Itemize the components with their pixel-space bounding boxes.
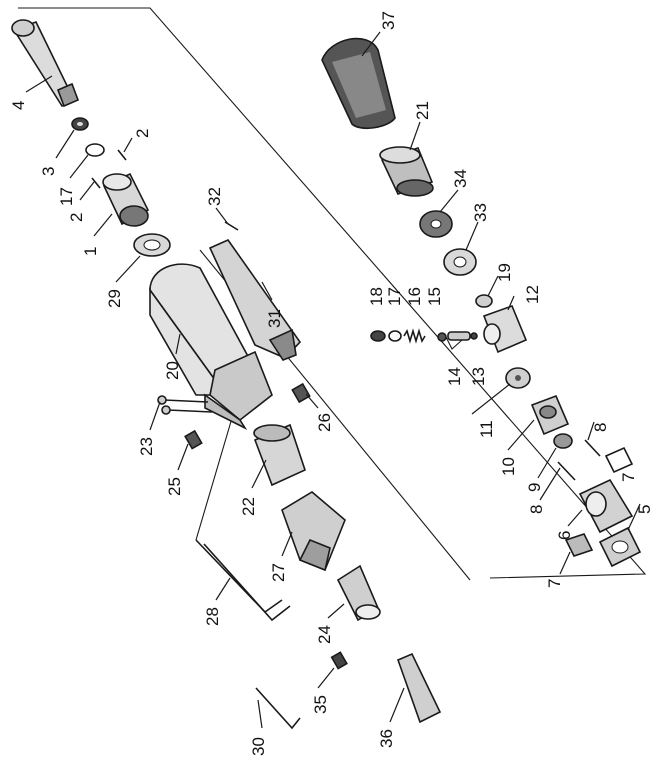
callout-31: 31 xyxy=(265,309,284,328)
part-26-setscrew xyxy=(291,382,311,404)
callout-11: 11 xyxy=(477,420,496,438)
part-11-gasket xyxy=(505,367,531,389)
part-34-filter xyxy=(419,210,453,238)
part-2-pin-upper xyxy=(117,149,127,161)
callout-24: 24 xyxy=(315,625,334,644)
callout-13: 13 xyxy=(469,367,488,386)
part-18-valve-cap xyxy=(370,330,386,342)
part-35-setscrew xyxy=(330,651,348,670)
callout-33: 33 xyxy=(471,203,490,222)
part-3-nut xyxy=(71,117,89,131)
callout-2-lower: 2 xyxy=(67,213,86,222)
callout-20: 20 xyxy=(163,361,182,380)
callout-28: 28 xyxy=(203,607,222,626)
callout-2-upper: 2 xyxy=(133,129,152,138)
callout-35: 35 xyxy=(311,695,330,714)
callout-8-lower: 8 xyxy=(527,505,546,514)
part-17-oring-lower xyxy=(388,330,402,342)
part-15-oring xyxy=(437,332,447,342)
callout-14: 14 xyxy=(445,367,464,386)
part-25-setscrew xyxy=(184,429,203,450)
part-27-guard xyxy=(281,491,346,572)
part-37-grip xyxy=(321,37,396,130)
part-30-hex-key xyxy=(255,687,301,730)
callout-19: 19 xyxy=(495,263,514,282)
part-7-sheet-upper xyxy=(604,446,634,474)
callout-9: 9 xyxy=(525,483,544,492)
callout-27: 27 xyxy=(269,563,288,582)
part-28-hex-keys xyxy=(195,539,291,622)
part-14-valve-stem xyxy=(447,331,471,341)
part-10-cylinder-plate xyxy=(530,394,570,436)
part-29-washer xyxy=(133,233,171,257)
part-36-blade xyxy=(396,652,442,724)
callout-37: 37 xyxy=(379,11,398,30)
part-22-sleeve xyxy=(253,423,306,487)
part-23-screws xyxy=(157,395,213,415)
callout-4: 4 xyxy=(9,101,28,110)
part-6-motor-housing xyxy=(578,478,634,534)
callout-10: 10 xyxy=(499,457,518,476)
part-4-spindle xyxy=(11,19,80,108)
part-8-blade-lower xyxy=(557,461,576,481)
callout-23: 23 xyxy=(137,437,156,456)
callout-21: 21 xyxy=(413,101,432,120)
callout-6: 6 xyxy=(555,531,574,540)
part-16-spring xyxy=(403,328,426,344)
part-7-sheet-lower xyxy=(564,533,594,557)
callout-36: 36 xyxy=(377,729,396,748)
part-19-washer xyxy=(475,294,493,308)
part-9-rotor xyxy=(553,433,573,449)
part-24-chuck xyxy=(336,564,381,622)
part-8-blade-upper xyxy=(584,439,601,457)
part-17-oring-upper xyxy=(85,143,105,157)
callout-7-lower: 7 xyxy=(545,579,564,588)
callout-1: 1 xyxy=(81,247,100,256)
callout-25: 25 xyxy=(165,477,184,496)
callout-12: 12 xyxy=(523,285,542,304)
callout-5: 5 xyxy=(635,505,654,514)
callout-30: 30 xyxy=(249,737,268,756)
callout-7-upper: 7 xyxy=(619,473,638,482)
part-5-end-plate xyxy=(598,526,642,568)
part-20-main-body xyxy=(149,263,273,430)
callout-17-upper: 17 xyxy=(57,187,76,206)
callout-34: 34 xyxy=(451,169,470,188)
part-12-valve-block xyxy=(482,304,528,354)
part-2-pin-lower xyxy=(91,177,101,189)
callout-26: 26 xyxy=(315,413,334,432)
part-13-oring xyxy=(470,332,478,340)
leader-lines xyxy=(25,31,641,729)
callout-29: 29 xyxy=(105,289,124,308)
callout-16: 16 xyxy=(405,287,424,306)
part-21-handle-cap xyxy=(379,146,434,197)
callout-32: 32 xyxy=(205,187,224,206)
callout-18: 18 xyxy=(367,287,386,306)
callout-3: 3 xyxy=(39,167,58,176)
callout-numbers: 4 3 17 2 2 1 29 32 31 20 23 25 26 22 27 … xyxy=(9,11,654,756)
part-1-housing-cap xyxy=(102,172,150,227)
callout-8-upper: 8 xyxy=(591,423,610,432)
callout-15: 15 xyxy=(425,287,444,306)
part-31-lever xyxy=(208,239,302,361)
part-33-spacer xyxy=(443,248,477,276)
callout-22: 22 xyxy=(239,497,258,516)
callout-17-lower: 17 xyxy=(385,287,404,306)
